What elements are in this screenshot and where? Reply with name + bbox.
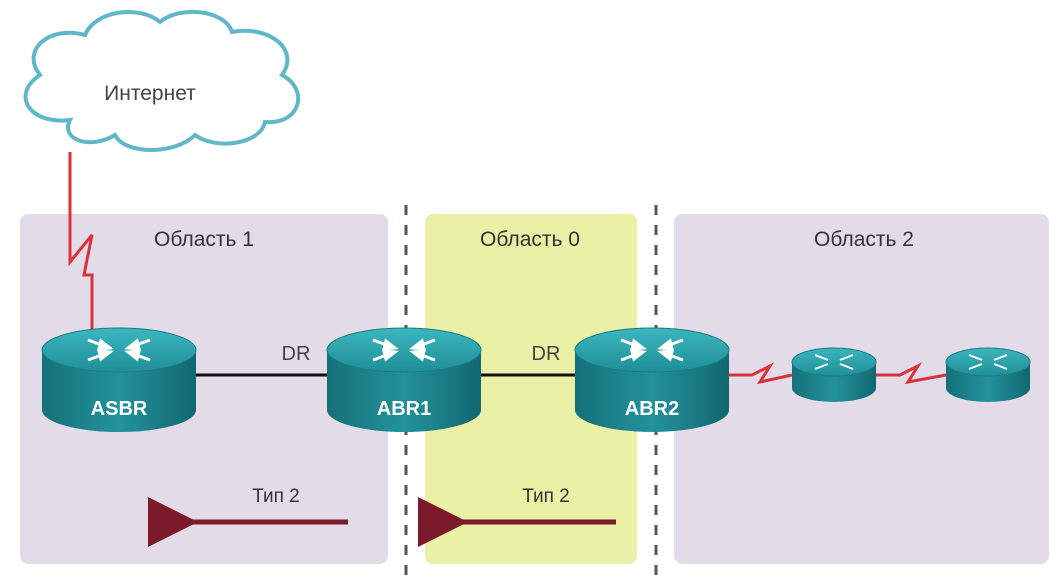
router-arrows-icon xyxy=(814,354,854,370)
router-abr1[interactable]: ABR1 xyxy=(326,327,482,432)
internet-cloud: Интернет xyxy=(23,9,301,152)
router-abr2[interactable]: ABR2 xyxy=(574,327,730,432)
lsa-type2-label-area0: Тип 2 xyxy=(522,486,570,507)
area-2-label: Область 2 xyxy=(814,228,914,251)
router-arrows-icon xyxy=(372,338,436,362)
area-0-label: Область 0 xyxy=(480,228,580,251)
area-1-label: Область 1 xyxy=(154,228,254,251)
dr-label-area1: DR xyxy=(282,343,311,365)
router-asbr-label: ASBR xyxy=(91,398,148,420)
router-abr1-label: ABR1 xyxy=(377,398,431,420)
serial-link-internet-asbr xyxy=(68,152,94,330)
serial-link-r1-r2 xyxy=(876,362,947,385)
area-0-region xyxy=(425,214,637,564)
router-internal-1[interactable] xyxy=(791,347,877,402)
dr-label-area0: DR xyxy=(532,343,561,365)
router-abr2-label: ABR2 xyxy=(625,398,679,420)
router-arrows-icon xyxy=(620,338,684,362)
router-internal-2[interactable] xyxy=(945,347,1031,402)
area-1-region xyxy=(20,214,388,564)
lsa-type2-label-area1: Тип 2 xyxy=(252,486,300,507)
router-arrows-icon xyxy=(968,354,1008,370)
serial-link-abr2-r1 xyxy=(728,362,793,385)
router-arrows-icon xyxy=(87,338,151,362)
router-asbr[interactable]: ASBR xyxy=(41,327,197,432)
internet-label: Интернет xyxy=(104,82,196,105)
